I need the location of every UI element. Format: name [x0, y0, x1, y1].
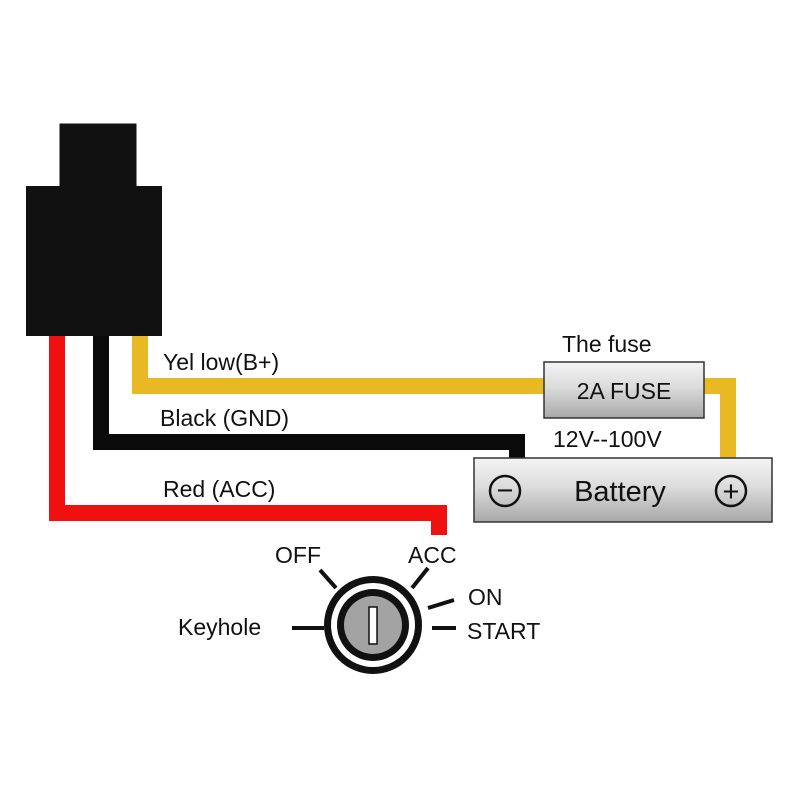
- fuse: 2A FUSE: [543, 361, 705, 419]
- keyhole-label: Keyhole: [178, 614, 261, 640]
- acc-tick: [410, 566, 430, 590]
- battery-minus-terminal: −: [488, 474, 522, 508]
- off-tick: [318, 568, 338, 590]
- on-label: ON: [468, 584, 503, 610]
- off-label: OFF: [275, 542, 321, 568]
- yellow-wire-battery-lead: [704, 378, 736, 458]
- key-slot: [368, 606, 378, 645]
- start-label: START: [467, 618, 540, 644]
- relay-device: [26, 120, 162, 336]
- black-wire: [93, 336, 525, 458]
- yellow-wire: [132, 336, 544, 394]
- acc-label: ACC: [408, 542, 457, 568]
- minus-symbol: −: [497, 475, 514, 507]
- battery-voltage: 12V--100V: [553, 426, 662, 452]
- yellow-wire-label: Yel low(B+): [163, 349, 279, 375]
- battery-label: Battery: [574, 476, 666, 508]
- black-wire-label: Black (GND): [160, 405, 289, 431]
- on-tick: [427, 598, 455, 610]
- red-wire-label: Red (ACC): [163, 476, 275, 502]
- battery-plus-terminal: +: [714, 474, 748, 508]
- ignition-switch: [292, 566, 456, 674]
- plus-symbol: +: [723, 476, 740, 508]
- fuse-label: 2A FUSE: [577, 378, 672, 404]
- red-wire: [49, 336, 447, 535]
- battery: − Battery +: [473, 457, 773, 523]
- fuse-caption: The fuse: [562, 331, 652, 357]
